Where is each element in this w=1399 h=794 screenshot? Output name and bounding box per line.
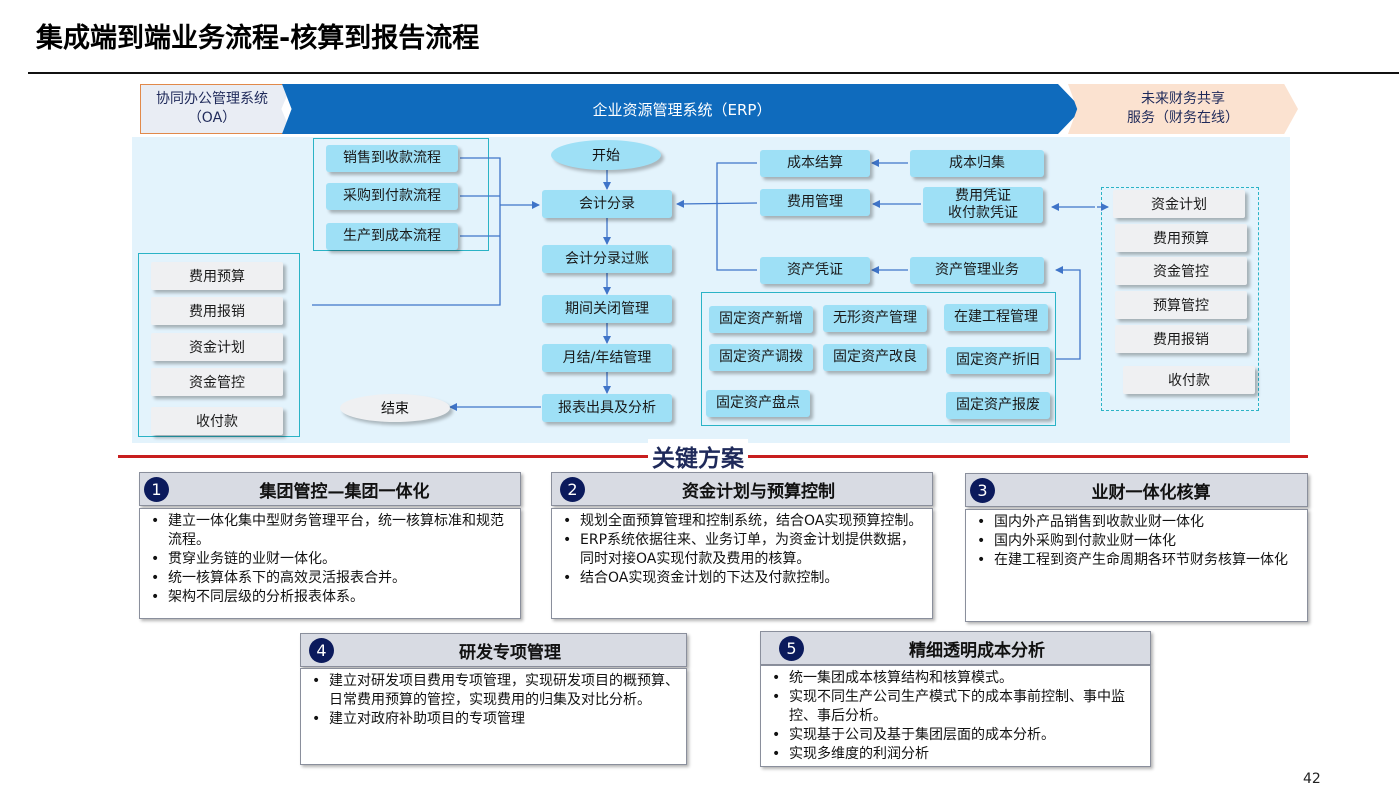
card-3-body: 国内外产品销售到收款业财一体化 国内外采购到付款业财一体化 在建工程到资产生命周… [965,509,1308,622]
step-journal-posting: 会计分录过账 [542,245,672,273]
step-period-close: 期间关闭管理 [542,295,672,323]
construction-in-progress-mgmt: 在建工程管理 [944,304,1048,331]
cost-settlement: 成本结算 [760,150,870,177]
intangible-asset-mgmt: 无形资产管理 [823,305,927,332]
flow-order-to-cash: 销售到收款流程 [326,145,458,172]
key-solutions-title: 关键方案 [648,439,748,473]
card-5-bullet: 实现多维度的利润分析 [769,745,1144,764]
card-5-title: 精细透明成本分析 [909,640,1045,661]
card-4-bullet: 建立对研发项目费用专项管理，实现研发项目的概预算、日常费用预算的管控，实现费用的… [309,672,680,710]
future-budget-control: 预算管控 [1115,291,1247,319]
fa-transfer: 固定资产调拨 [709,344,813,371]
fixed-assets-frame [701,292,1056,426]
oa-fund-plan: 资金计划 [151,333,283,361]
oa-expense-reimbursement: 费用报销 [151,297,283,325]
card-2-body: 规划全面预算管理和控制系统，结合OA实现预算控制。 ERP系统依据往来、业务订单… [551,508,933,619]
step-report-analysis: 报表出具及分析 [542,394,672,422]
card-1-bullet: 贯穿业务链的业财一体化。 [148,550,514,569]
future-banner-line2: 服务（财务在线） [1127,110,1239,126]
oa-system-banner: 协同办公管理系统 （OA） [140,84,292,134]
card-4-body: 建立对研发项目费用专项管理，实现研发项目的概预算、日常费用预算的管控，实现费用的… [300,668,687,765]
future-shared-service-banner: 未来财务共享服务（财务在线） [1068,84,1298,134]
fa-improvement: 固定资产改良 [823,344,927,371]
erp-system-banner: 企业资源管理系统（ERP） [282,84,1082,134]
page-number: 42 [1303,771,1321,787]
card-4-title: 研发专项管理 [459,642,561,663]
card-1-title: 集团管控—集团一体化 [259,481,430,502]
card-5-bullet: 统一集团成本核算结构和核算模式。 [769,669,1144,688]
oa-payments-receipts: 收付款 [151,407,283,435]
card-5-bullet: 实现不同生产公司生产模式下的成本事前控制、事中监控、事后分析。 [769,688,1144,726]
card-2-bullet: 规划全面预算管理和控制系统，结合OA实现预算控制。 [560,512,926,531]
card-3-number-badge: 3 [970,477,995,503]
expense-payment-voucher: 费用凭证 收付款凭证 [923,187,1043,223]
expense-management: 费用管理 [760,189,870,216]
card-3-title: 业财一体化核算 [1091,482,1211,503]
card-3-bullet: 国内外产品销售到收款业财一体化 [974,513,1301,532]
step-journal-entry: 会计分录 [542,190,672,218]
card-1-bullet: 建立一体化集中型财务管理平台，统一核算标准和规范流程。 [148,512,514,550]
future-fund-plan: 资金计划 [1113,190,1245,218]
asset-management-business: 资产管理业务 [910,257,1044,284]
fa-stocktake: 固定资产盘点 [706,390,810,417]
fa-disposal: 固定资产报废 [946,392,1050,419]
card-3-bullet: 在建工程到资产生命周期各环节财务核算一体化 [974,551,1301,570]
asset-voucher: 资产凭证 [760,257,870,284]
expense-voucher-line1: 费用凭证 [955,188,1011,204]
cost-collection: 成本归集 [910,150,1044,177]
fa-depreciation: 固定资产折旧 [946,347,1050,374]
card-2-bullet: ERP系统依据往来、业务订单，为资金计划提供数据，同时对接OA实现付款及费用的核… [560,531,926,569]
flow-production-to-cost: 生产到成本流程 [326,223,458,250]
oa-fund-control: 资金管控 [151,368,283,396]
page-title: 集成端到端业务流程-核算到报告流程 [36,23,480,54]
card-1-body: 建立一体化集中型财务管理平台，统一核算标准和规范流程。 贯穿业务链的业财一体化。… [139,508,521,619]
step-month-year-close: 月结/年结管理 [542,344,672,372]
card-1-bullet: 架构不同层级的分析报表体系。 [148,588,514,607]
card-2-bullet: 结合OA实现资金计划的下达及付款控制。 [560,569,926,588]
fa-addition: 固定资产新增 [709,306,813,333]
expense-voucher-line2: 收付款凭证 [948,205,1018,221]
future-payments-receipts: 收付款 [1123,366,1255,394]
flow-start: 开始 [551,140,661,170]
source-flows-frame [313,138,489,251]
card-4-number-badge: 4 [309,637,334,663]
card-3-bullet: 国内外采购到付款业财一体化 [974,532,1301,551]
card-5-bullet: 实现基于公司及基于集团层面的成本分析。 [769,726,1144,745]
oa-expense-budget: 费用预算 [151,262,283,290]
card-2-title: 资金计划与预算控制 [682,481,835,502]
card-1-header: 1 集团管控—集团一体化 [139,472,521,506]
card-5-number-badge: 5 [779,635,804,661]
card-1-bullet: 统一核算体系下的高效灵活报表合并。 [148,569,514,588]
future-expense-budget: 费用预算 [1115,224,1247,252]
oa-banner-line1: 协同办公管理系统 [156,91,268,107]
card-1-number-badge: 1 [144,476,169,502]
card-5-header: 5 精细透明成本分析 [760,631,1151,665]
card-2-header: 2 资金计划与预算控制 [551,472,933,506]
title-divider [28,72,1399,74]
card-5-body: 统一集团成本核算结构和核算模式。 实现不同生产公司生产模式下的成本事前控制、事中… [760,665,1151,767]
card-4-bullet: 建立对政府补助项目的专项管理 [309,710,680,729]
oa-modules-frame [138,253,300,437]
card-4-header: 4 研发专项管理 [300,633,687,667]
card-3-header: 3 业财一体化核算 [965,473,1308,507]
future-expense-reimbursement: 费用报销 [1115,325,1247,353]
flow-end: 结束 [340,394,450,422]
future-banner-line1: 未来财务共享 [1141,91,1225,107]
future-fund-control: 资金管控 [1115,257,1247,285]
flow-procure-to-pay: 采购到付款流程 [326,183,458,210]
card-2-number-badge: 2 [560,476,585,502]
oa-banner-line2: （OA） [187,110,237,126]
future-modules-frame [1101,187,1259,411]
